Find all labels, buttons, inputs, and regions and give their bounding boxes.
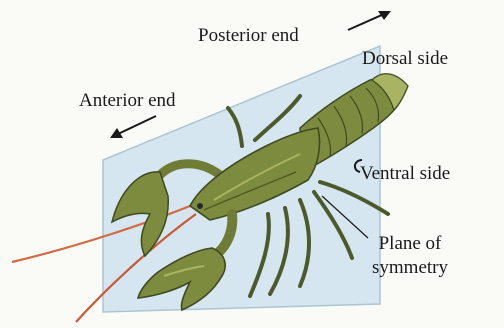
anterior-end-label: Anterior end bbox=[79, 91, 176, 110]
ventral-side-label: Ventral side bbox=[360, 164, 450, 183]
eye bbox=[197, 203, 203, 209]
arrow-right-icon bbox=[348, 11, 391, 30]
plane-of-symmetry-label: Plane of symmetry bbox=[372, 232, 448, 280]
plane-label-line-2: symmetry bbox=[372, 256, 448, 280]
posterior-end-label: Posterior end bbox=[198, 26, 299, 45]
plane-label-line-1: Plane of bbox=[372, 232, 448, 256]
dorsal-side-label: Dorsal side bbox=[362, 49, 448, 68]
arrow-left-icon bbox=[110, 116, 156, 138]
